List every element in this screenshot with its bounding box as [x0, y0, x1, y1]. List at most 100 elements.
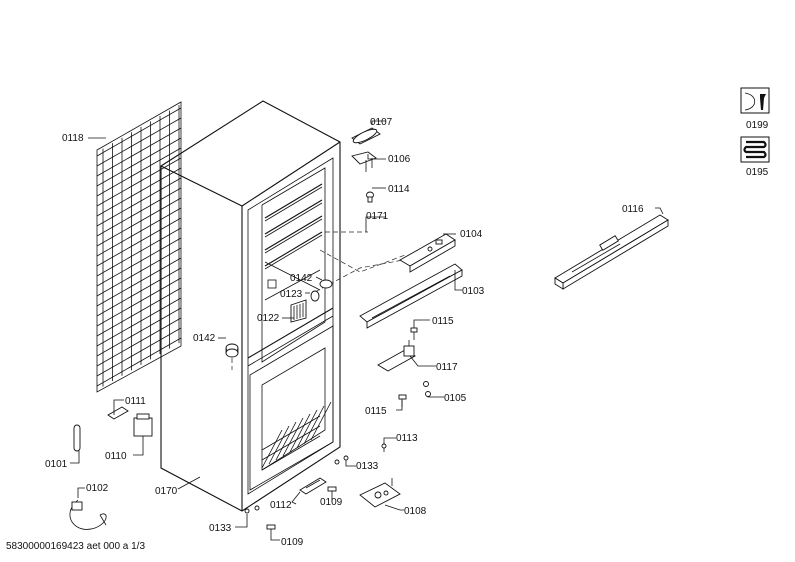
label-0112: 0112 — [270, 500, 292, 511]
drawing-stroke — [275, 421, 297, 461]
drawing-stroke — [282, 417, 304, 457]
label-0115b: 0115 — [365, 406, 387, 417]
label-0142b: 0142 — [193, 333, 216, 344]
part-0103-rail — [359, 263, 463, 329]
part-0110-relay — [133, 413, 153, 444]
drawing-stroke — [261, 435, 321, 471]
label-0123: 0123 — [280, 289, 303, 300]
drawing-stroke — [264, 234, 323, 270]
label-0133b: 0133 — [209, 523, 232, 534]
label-0107: 0107 — [370, 117, 393, 128]
drawing-stroke — [96, 227, 182, 277]
drawing-stroke — [264, 218, 323, 254]
label-0102: 0102 — [86, 483, 109, 494]
label-0103: 0103 — [462, 286, 485, 297]
label-0171: 0171 — [366, 211, 389, 222]
drawing-stroke — [96, 127, 182, 177]
drawing-stroke — [264, 186, 323, 222]
part-0111-pad — [107, 406, 129, 420]
label-0122: 0122 — [257, 313, 280, 324]
drawing-stroke — [264, 202, 323, 238]
drawing-stroke — [96, 277, 182, 327]
fridge-cabinet — [160, 100, 341, 512]
part-0142-knob-lower — [225, 343, 239, 358]
label-0110: 0110 — [105, 451, 127, 462]
drawing-stroke — [96, 297, 182, 347]
drawing-stroke — [261, 429, 283, 469]
part-0113-pin — [381, 443, 387, 452]
part-0116-strip — [554, 214, 669, 290]
drawing-stroke — [264, 199, 323, 235]
label-0170: 0170 — [155, 486, 178, 497]
part-0117-hinge — [377, 340, 416, 372]
label-0109b: 0109 — [281, 537, 304, 548]
drawing-stroke — [96, 337, 182, 387]
drawing-stroke — [96, 197, 182, 247]
label-0199: 0199 — [746, 120, 769, 131]
document-footer: 58300000169423 aet 000 a 1/3 — [6, 541, 146, 552]
drawing-stroke — [96, 237, 182, 287]
drawing-stroke — [96, 117, 182, 167]
drawing-stroke — [261, 425, 321, 461]
label-0116: 0116 — [622, 204, 644, 215]
label-0115a: 0115 — [432, 316, 454, 327]
drawing-stroke — [289, 413, 311, 453]
label-0114: 0114 — [388, 184, 410, 195]
part-0114-bulb — [366, 191, 374, 203]
drawing-stroke — [96, 107, 182, 157]
drawing-stroke — [310, 401, 332, 441]
label-0106: 0106 — [388, 154, 411, 165]
drawing-stroke — [96, 247, 182, 297]
leader-lines — [70, 120, 664, 541]
drawing-stroke — [96, 217, 182, 267]
drawing-stroke — [96, 317, 182, 367]
part-0101-bracket — [73, 424, 81, 452]
part-0123-lens — [310, 290, 320, 302]
part-0107-cover — [351, 127, 381, 145]
part-0133-plugs-right — [334, 455, 349, 465]
drawing-stroke — [96, 287, 182, 337]
drawing-stroke — [96, 177, 182, 227]
part-0142-knob-upper — [319, 279, 333, 289]
part-0106-holder — [351, 151, 377, 172]
drawing-stroke — [96, 147, 182, 197]
label-0104: 0104 — [460, 229, 483, 240]
drawing-stroke — [268, 425, 290, 465]
label-0108: 0108 — [404, 506, 427, 517]
label-0142a: 0142 — [290, 273, 313, 284]
drawing-stroke — [96, 137, 182, 187]
drawing-stroke — [96, 327, 182, 377]
part-0108-hinge — [359, 478, 401, 508]
label-0109a: 0109 — [320, 497, 343, 508]
drawing-stroke — [96, 207, 182, 257]
drawing-stroke — [96, 307, 182, 357]
label-0133a: 0133 — [356, 461, 379, 472]
drawing-stroke — [303, 405, 325, 445]
part-0115-screw-a — [410, 327, 418, 340]
part-0112-badge — [299, 477, 327, 495]
drawing-stroke — [96, 167, 182, 217]
drawing-stroke — [296, 409, 318, 449]
drawing-stroke — [96, 267, 182, 317]
part-0122-vent — [290, 299, 307, 323]
part-0133-plugs-bottom — [244, 505, 260, 514]
drawing-stroke — [261, 415, 321, 451]
part-0104-control — [399, 233, 456, 273]
label-0111: 0111 — [125, 396, 146, 407]
part-0105-washers — [423, 381, 431, 397]
part-0102-cord — [69, 499, 107, 530]
part-labels: 0118 0107 0106 0114 0171 0104 0103 0115 … — [45, 117, 769, 548]
part-0109-screw-b — [266, 524, 276, 536]
label-0195: 0195 — [746, 167, 769, 178]
part-0109-screw-a — [327, 486, 337, 498]
drawing-stroke — [264, 215, 323, 251]
tool-kit-icon — [740, 87, 770, 114]
part-0115-screw-b — [398, 394, 407, 407]
drawing-stroke — [264, 231, 323, 267]
label-0118: 0118 — [62, 133, 84, 144]
drawing-stroke — [96, 187, 182, 237]
coil-icon — [740, 136, 770, 163]
label-0101: 0101 — [45, 459, 68, 470]
label-0117: 0117 — [436, 362, 458, 373]
